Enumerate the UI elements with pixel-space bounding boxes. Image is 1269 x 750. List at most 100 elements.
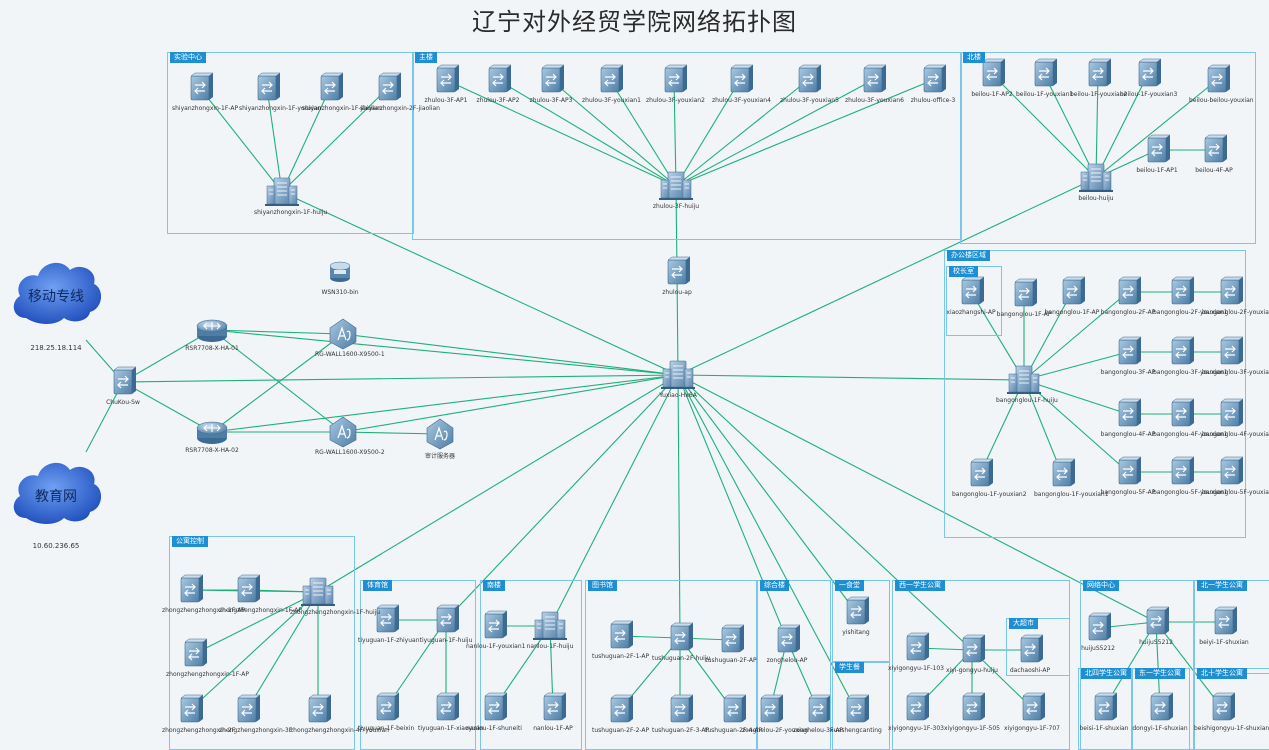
switch-icon[interactable] — [1014, 278, 1038, 307]
switch-icon[interactable] — [436, 64, 460, 93]
server-icon[interactable] — [1079, 163, 1113, 192]
router-icon[interactable] — [196, 319, 228, 342]
switch-icon[interactable] — [670, 694, 694, 723]
switch-icon[interactable] — [1204, 134, 1228, 163]
switch-icon[interactable] — [1138, 58, 1162, 87]
cloud-mobile[interactable]: 移动专线 218.25.18.114 — [8, 252, 104, 352]
switch-icon[interactable] — [320, 72, 344, 101]
switch-icon[interactable] — [237, 574, 261, 603]
switch-icon[interactable] — [961, 276, 985, 305]
switch-icon[interactable] — [1022, 692, 1046, 721]
firewall-icon[interactable] — [329, 318, 357, 350]
switch-icon[interactable] — [1220, 276, 1244, 305]
node-label: RSR7708-X-HA-02 — [184, 446, 240, 454]
switch-icon[interactable] — [777, 624, 801, 653]
switch-icon[interactable] — [1118, 276, 1142, 305]
switch-icon[interactable] — [180, 694, 204, 723]
firewall-icon[interactable] — [329, 416, 357, 448]
switch-icon[interactable] — [962, 692, 986, 721]
switch-icon[interactable] — [1146, 606, 1170, 635]
switch-icon[interactable] — [1171, 398, 1195, 427]
db-icon[interactable] — [329, 261, 351, 282]
node-label: beilou-1F-AP2 — [964, 90, 1020, 98]
switch-icon[interactable] — [484, 610, 508, 639]
server-icon[interactable] — [265, 177, 299, 206]
switch-icon[interactable] — [488, 64, 512, 93]
switch-icon[interactable] — [723, 694, 747, 723]
switch-icon[interactable] — [1212, 692, 1236, 721]
switch-icon[interactable] — [1118, 398, 1142, 427]
firewall-icon[interactable] — [426, 418, 454, 450]
switch-icon[interactable] — [1171, 276, 1195, 305]
switch-icon[interactable] — [308, 694, 332, 723]
switch-icon[interactable] — [667, 256, 691, 285]
server-icon[interactable] — [301, 577, 335, 606]
switch-icon[interactable] — [237, 694, 261, 723]
switch-icon[interactable] — [721, 624, 745, 653]
node-label-text: zhongzhengzhongxin-1F-AP — [162, 607, 245, 614]
switch-icon[interactable] — [1171, 336, 1195, 365]
switch-icon[interactable] — [257, 72, 281, 101]
switch-icon[interactable] — [1150, 692, 1174, 721]
switch-icon[interactable] — [962, 634, 986, 663]
switch-icon[interactable] — [846, 596, 870, 625]
switch-icon[interactable] — [1147, 134, 1171, 163]
switch-icon[interactable] — [610, 694, 634, 723]
switch-icon[interactable] — [760, 694, 784, 723]
server-icon[interactable] — [661, 360, 695, 389]
switch-icon[interactable] — [906, 692, 930, 721]
switch-icon[interactable] — [180, 574, 204, 603]
switch-icon[interactable] — [1118, 336, 1142, 365]
area-box-canteen2: 学生餐 — [832, 662, 890, 750]
switch-icon[interactable] — [1088, 612, 1112, 641]
node-label: zhulou-3F-huiju — [648, 202, 704, 210]
switch-icon[interactable] — [923, 64, 947, 93]
switch-icon[interactable] — [1220, 398, 1244, 427]
switch-icon[interactable] — [190, 72, 214, 101]
server-icon[interactable] — [659, 171, 693, 200]
switch-icon[interactable] — [541, 64, 565, 93]
switch-icon[interactable] — [543, 692, 567, 721]
switch-icon[interactable] — [1220, 456, 1244, 485]
switch-icon[interactable] — [808, 694, 832, 723]
switch-icon[interactable] — [670, 622, 694, 651]
switch-icon[interactable] — [484, 692, 508, 721]
switch-icon[interactable] — [1171, 456, 1195, 485]
switch-icon[interactable] — [600, 64, 624, 93]
server-icon[interactable] — [533, 611, 567, 640]
switch-icon[interactable] — [376, 692, 400, 721]
switch-l3-icon[interactable] — [113, 366, 137, 395]
switch-icon[interactable] — [982, 58, 1006, 87]
switch-icon[interactable] — [1020, 634, 1044, 663]
switch-icon[interactable] — [436, 604, 460, 633]
switch-icon[interactable] — [1088, 58, 1112, 87]
switch-icon[interactable] — [378, 72, 402, 101]
switch-icon[interactable] — [863, 64, 887, 93]
node-label-text: tushuguan-2F-AP — [705, 657, 757, 664]
switch-icon[interactable] — [376, 604, 400, 633]
switch-icon[interactable] — [1062, 276, 1086, 305]
switch-icon[interactable] — [906, 632, 930, 661]
link-off_agg-o6 — [1023, 351, 1129, 381]
node-label-text: dachaoshi-AP — [1009, 667, 1051, 674]
switch-icon[interactable] — [1094, 692, 1118, 721]
router-icon[interactable] — [196, 421, 228, 444]
switch-icon[interactable] — [970, 458, 994, 487]
switch-icon[interactable] — [1207, 64, 1231, 93]
node-label-text: zhongzhengzhongxin-1F-huiju — [290, 609, 381, 616]
switch-icon[interactable] — [664, 64, 688, 93]
switch-icon[interactable] — [1034, 58, 1058, 87]
switch-icon[interactable] — [1052, 458, 1076, 487]
switch-icon[interactable] — [1118, 456, 1142, 485]
switch-icon[interactable] — [730, 64, 754, 93]
switch-icon[interactable] — [436, 692, 460, 721]
server-icon[interactable] — [1007, 365, 1041, 394]
cloud-edu[interactable]: 教育网 10.60.236.65 — [8, 452, 104, 550]
switch-icon[interactable] — [798, 64, 822, 93]
switch-icon[interactable] — [610, 620, 634, 649]
switch-icon[interactable] — [846, 694, 870, 723]
switch-icon[interactable] — [184, 638, 208, 667]
node-label: bangonglou-4F-youxian1 — [1153, 430, 1228, 438]
switch-icon[interactable] — [1214, 606, 1238, 635]
switch-icon[interactable] — [1220, 336, 1244, 365]
